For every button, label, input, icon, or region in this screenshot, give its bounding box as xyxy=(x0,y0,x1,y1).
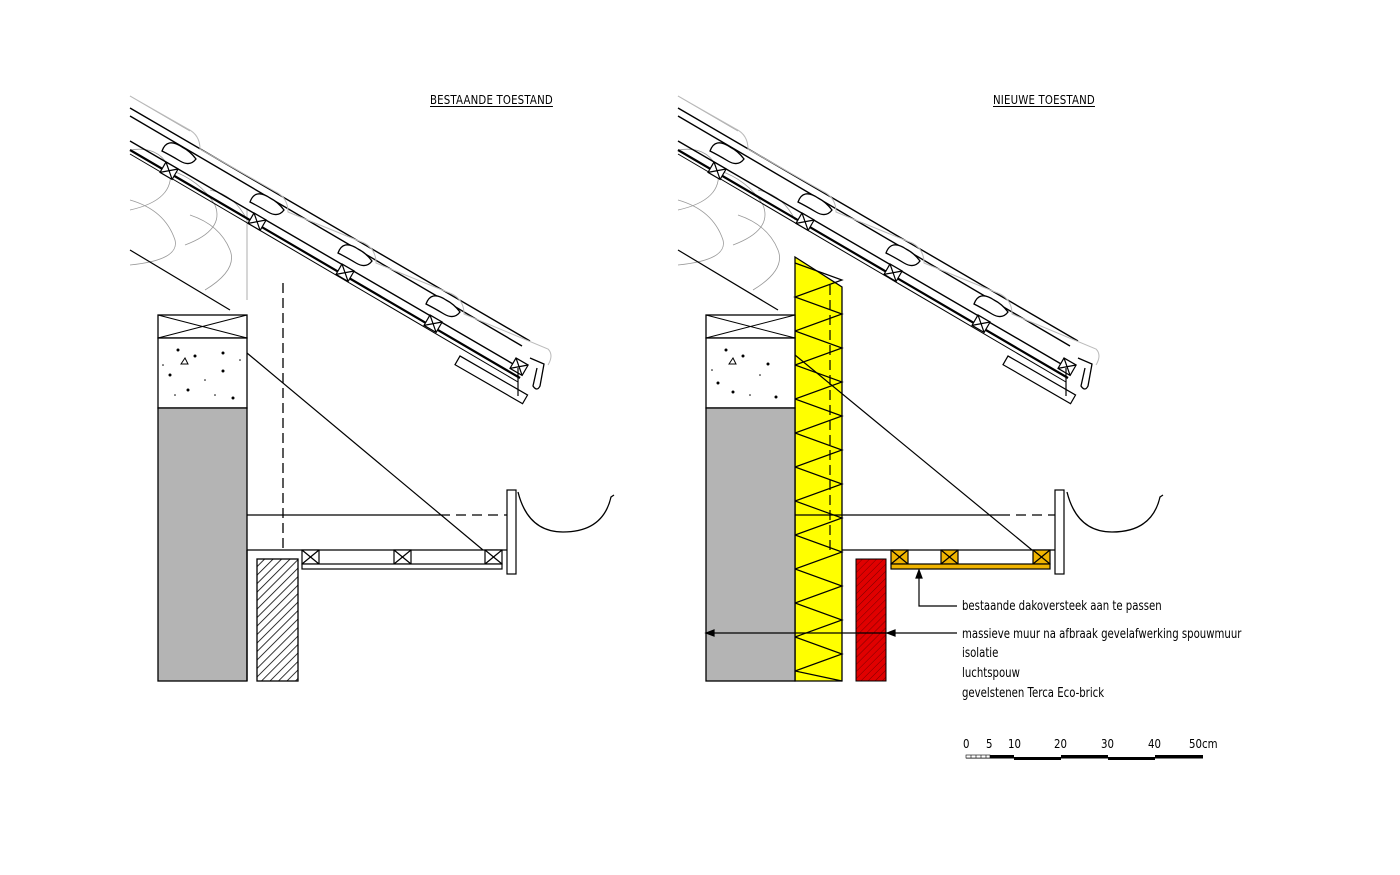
title-existing: BESTAANDE TOESTAND xyxy=(430,93,553,107)
gutter xyxy=(1066,491,1164,533)
existing-situation-drawing xyxy=(128,94,615,682)
annotation-insulation: isolatie xyxy=(962,646,999,661)
insulation-layer xyxy=(792,255,844,682)
annotation-facing-brick: gevelstenen Terca Eco-brick xyxy=(962,686,1105,701)
annotation-massive-wall: massieve muur na afbraak gevelafwerking … xyxy=(962,627,1242,642)
scale-tick-10: 10 xyxy=(1008,737,1021,751)
scale-tick-40: 40 xyxy=(1148,737,1161,751)
wall-plate xyxy=(157,314,248,339)
masonry-wall xyxy=(157,407,248,682)
roof-insulation xyxy=(129,148,248,300)
soffit xyxy=(301,549,503,570)
scale-tick-0: 0 xyxy=(963,737,970,751)
scale-tick-20: 20 xyxy=(1054,737,1067,751)
facing-brick-new xyxy=(855,558,887,682)
facing-brick-existing xyxy=(256,558,299,682)
annotation-air-cavity: luchtspouw xyxy=(962,666,1020,681)
fascia xyxy=(506,489,517,575)
annotation-leaders xyxy=(704,568,957,637)
fascia xyxy=(1054,489,1065,575)
masonry-wall xyxy=(705,407,796,682)
scale-tick-50cm: 50cm xyxy=(1189,737,1218,751)
title-new: NIEUWE TOESTAND xyxy=(993,93,1095,107)
scale-bar xyxy=(965,754,1203,760)
new-situation-drawing xyxy=(676,94,1203,760)
soffit-new xyxy=(890,549,1051,570)
wall-plate xyxy=(705,314,796,339)
concrete-beam xyxy=(157,337,248,409)
gutter xyxy=(517,491,615,533)
concrete-beam xyxy=(705,337,796,409)
scale-tick-30: 30 xyxy=(1101,737,1114,751)
scale-tick-5: 5 xyxy=(986,737,993,751)
annotation-soffit: bestaande dakoversteek aan te passen xyxy=(962,599,1162,614)
